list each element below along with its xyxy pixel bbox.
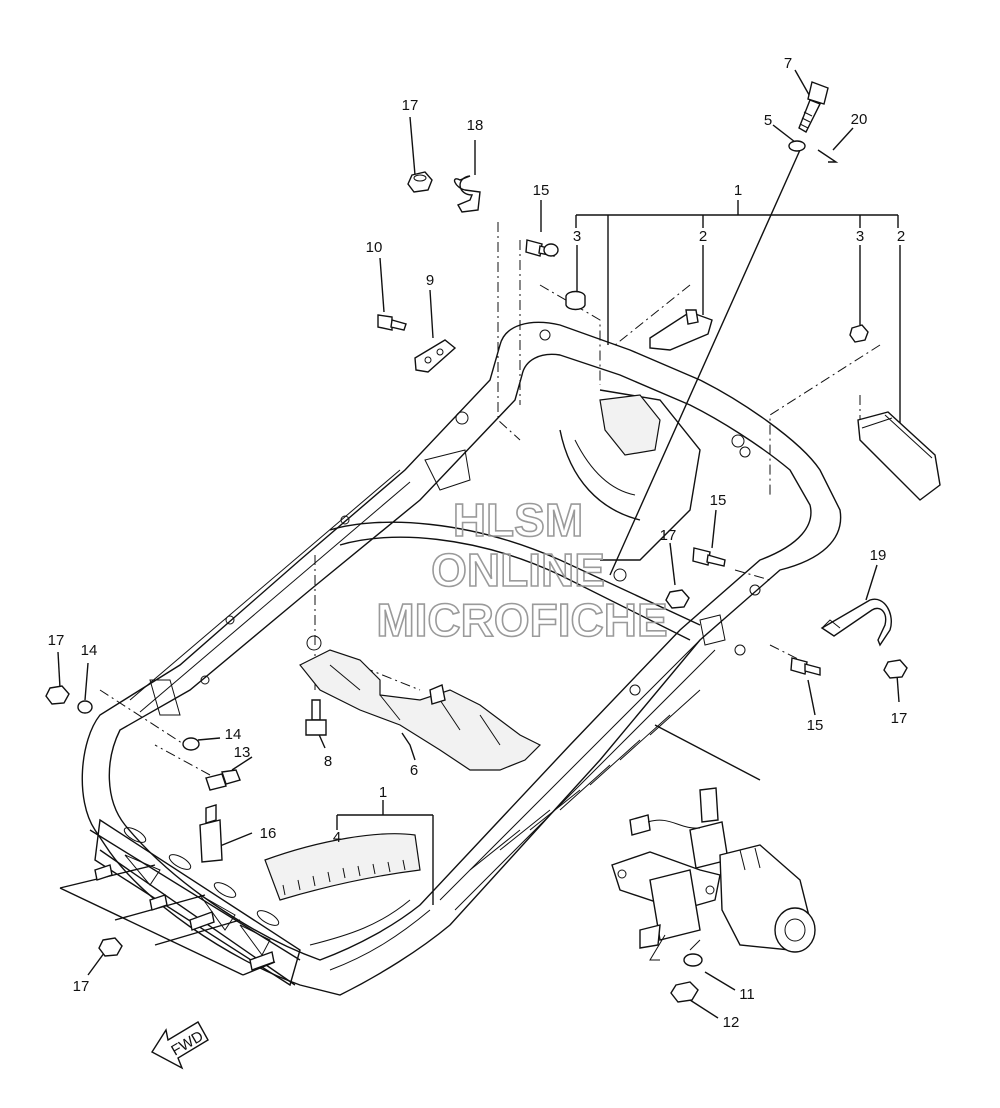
callout-6: 6 xyxy=(410,762,418,779)
callout-17-top: 17 xyxy=(402,97,419,114)
callout-1-top: 1 xyxy=(734,182,742,199)
callout-11: 11 xyxy=(739,986,755,1003)
callout-9: 9 xyxy=(426,272,434,289)
callout-16: 16 xyxy=(260,825,277,842)
watermark-line-3: MICROFICHE xyxy=(376,594,667,646)
parts xyxy=(45,81,941,971)
shield-6 xyxy=(299,649,542,771)
callout-14-mid: 14 xyxy=(225,726,242,743)
callout-3-right: 3 xyxy=(856,228,864,245)
callout-15-top: 15 xyxy=(533,182,550,199)
callout-17-mid: 17 xyxy=(660,527,677,544)
callout-2-right: 2 xyxy=(897,228,905,245)
watermark-line-1: HLSM xyxy=(453,494,583,546)
nut-12 xyxy=(670,981,699,1003)
bolt-13 xyxy=(205,769,241,791)
actuator-unit xyxy=(611,787,816,1003)
callout-8: 8 xyxy=(324,753,332,770)
studs-17-front xyxy=(94,864,275,971)
callout-17-left: 17 xyxy=(48,632,65,649)
callout-17-front: 17 xyxy=(73,978,90,995)
nut-17-top xyxy=(407,171,433,193)
callouts: 1 2 2 3 3 5 7 20 17 18 15 10 9 15 17 19 … xyxy=(48,55,908,1031)
callout-18: 18 xyxy=(467,117,484,134)
callout-20: 20 xyxy=(851,111,868,128)
cap-3-right xyxy=(849,324,869,343)
bracket-19 xyxy=(820,598,892,647)
nut-17-left xyxy=(45,685,70,705)
callout-5: 5 xyxy=(764,112,772,129)
nut-17-right xyxy=(883,659,908,679)
bolt-15-mid xyxy=(692,547,726,567)
watermark: HLSM ONLINE MICROFICHE xyxy=(376,493,669,647)
pin-20 xyxy=(817,149,839,163)
bracket-2-left xyxy=(649,309,713,351)
bolt-7 xyxy=(798,81,829,133)
callout-7: 7 xyxy=(784,55,792,72)
washer-14-mid xyxy=(182,737,200,751)
washer-14-left xyxy=(77,700,93,714)
callout-15-mid: 15 xyxy=(710,492,727,509)
nut-17-front xyxy=(98,937,123,957)
tab-16 xyxy=(199,804,223,863)
callout-1-bottom: 1 xyxy=(379,784,387,801)
frame-assembly xyxy=(81,321,842,996)
plate-9 xyxy=(414,339,457,373)
callout-19: 19 xyxy=(870,547,887,564)
bolt-10 xyxy=(377,314,407,331)
pad-2-right xyxy=(857,411,941,501)
cap-3-left xyxy=(565,290,586,311)
clip-18 xyxy=(453,175,481,213)
callout-17-right: 17 xyxy=(891,710,908,727)
leader-lines xyxy=(57,69,901,1019)
bolt-15-low xyxy=(790,657,821,676)
bolt-15-top xyxy=(525,239,559,257)
bolt-8 xyxy=(305,699,327,736)
callout-2-left: 2 xyxy=(699,228,707,245)
callout-12: 12 xyxy=(723,1014,740,1031)
callout-4: 4 xyxy=(333,829,341,846)
washer-11 xyxy=(683,953,703,967)
nut-5 xyxy=(788,140,806,152)
pad-4 xyxy=(264,833,421,901)
fwd-arrow: FWD xyxy=(151,1021,209,1070)
nut-17-mid xyxy=(665,589,690,609)
callout-14-left: 14 xyxy=(81,642,98,659)
watermark-line-2: ONLINE xyxy=(431,544,605,596)
callout-3-left: 3 xyxy=(573,228,581,245)
callout-15-low: 15 xyxy=(807,717,824,734)
callout-13: 13 xyxy=(234,744,251,761)
callout-10: 10 xyxy=(366,239,383,256)
